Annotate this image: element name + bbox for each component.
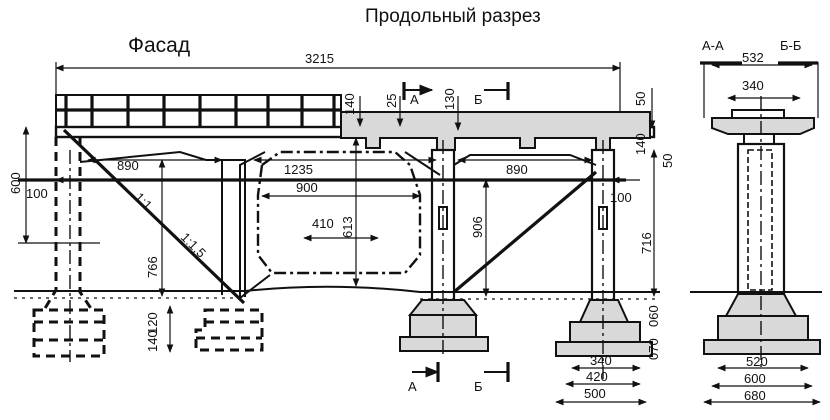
dim-50-top: 50	[633, 92, 648, 106]
cut-aa-label: А-А	[702, 38, 724, 53]
slope-1-1: 1:1	[132, 190, 155, 213]
dim-25: 25	[384, 94, 399, 108]
cut-bb-label: Б-Б	[780, 38, 801, 53]
dim-070: 070	[646, 338, 661, 360]
cs-dim-680: 680	[744, 388, 766, 403]
dim-600: 600	[8, 172, 23, 194]
left-pier	[194, 159, 264, 352]
right-pier	[555, 140, 653, 380]
cross-section	[703, 62, 821, 368]
dim-total-length: 3215	[305, 51, 334, 66]
dim-060: 060	[646, 305, 661, 327]
ground-line	[14, 285, 822, 300]
dim-766: 766	[145, 256, 160, 278]
cs-dim-600: 600	[744, 371, 766, 386]
dim-140-right: 140	[633, 133, 648, 155]
dim-420: 420	[586, 369, 608, 384]
railing-posts	[64, 95, 336, 127]
dimension-lines	[22, 61, 821, 406]
dim-410: 410	[312, 216, 334, 231]
section-deck	[340, 111, 651, 151]
dim-130: 130	[442, 88, 457, 110]
left-abutment	[32, 137, 106, 362]
dim-716: 716	[639, 232, 654, 254]
mark-b-bottom: Б	[474, 379, 483, 394]
dim-50-right: 50	[660, 154, 675, 168]
facade-deck	[54, 94, 656, 139]
section-title: Продольный разрез	[365, 6, 541, 27]
cs-dim-532: 532	[742, 50, 764, 65]
dim-140-top: 140	[342, 93, 357, 115]
cs-dim-520: 520	[746, 354, 768, 369]
dim-120: 120	[145, 312, 160, 334]
mark-b-top: Б	[474, 92, 483, 107]
dim-890-right: 890	[506, 162, 528, 177]
dim-900: 900	[296, 180, 318, 195]
dim-890-left: 890	[117, 158, 139, 173]
dim-100-left: 100	[26, 186, 48, 201]
horizon-lines	[18, 178, 626, 244]
facade-title: Фасад	[128, 34, 191, 57]
mark-a-bottom: А	[408, 379, 417, 394]
dim-140-bottom: 140	[145, 330, 160, 352]
section-letters: А Б А Б А-А Б-Б	[408, 38, 801, 394]
dim-340-bottom: 340	[590, 353, 612, 368]
dim-1235: 1235	[284, 162, 313, 177]
dim-613: 613	[340, 216, 355, 238]
dim-100-right: 100	[610, 190, 632, 205]
mark-a-top: А	[410, 92, 419, 107]
cs-dim-340: 340	[742, 78, 764, 93]
dim-906: 906	[470, 216, 485, 238]
dim-500: 500	[584, 386, 606, 401]
middle-pier	[399, 140, 598, 356]
